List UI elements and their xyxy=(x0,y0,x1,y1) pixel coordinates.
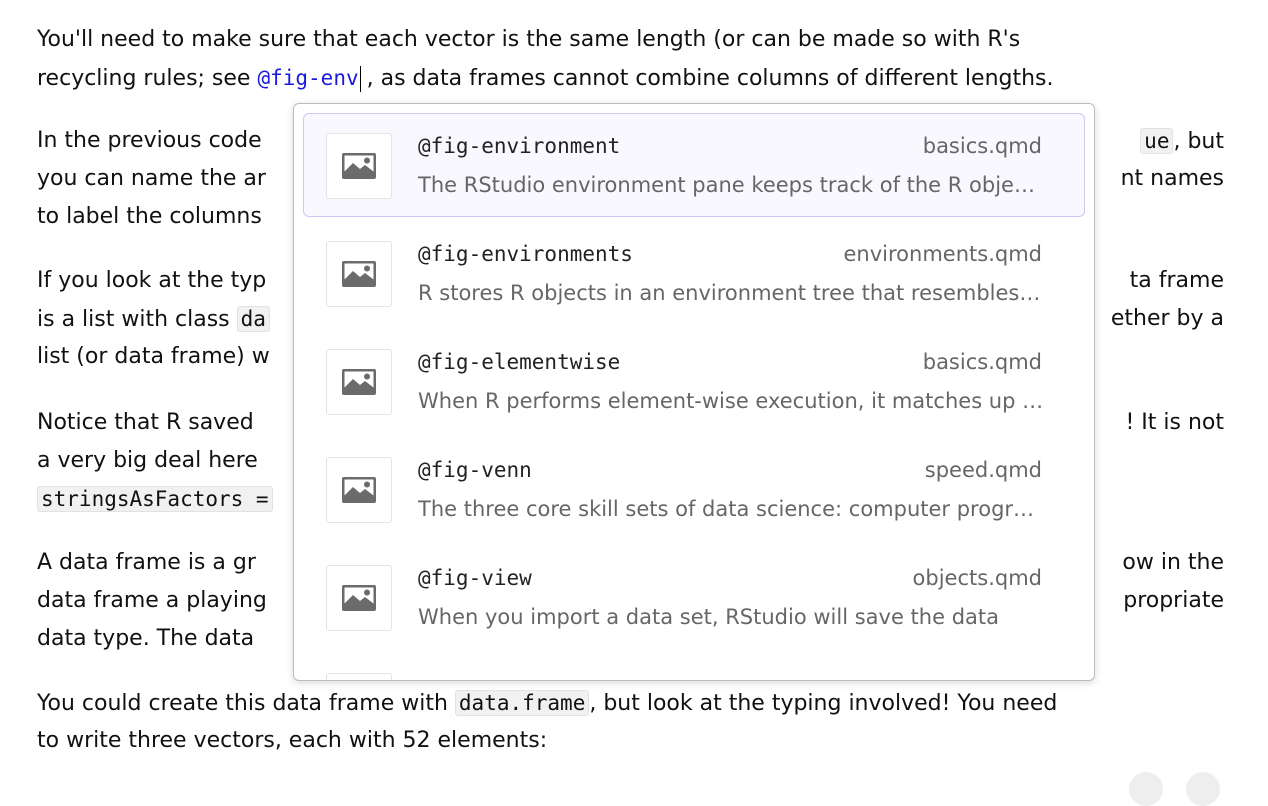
text-line: ue, but xyxy=(1140,122,1224,161)
text-line: ta frame xyxy=(1129,268,1224,293)
inline-code: data.frame xyxy=(454,690,590,716)
item-file: speed.qmd xyxy=(924,458,1042,482)
text-line: A data frame is a gr xyxy=(37,550,256,575)
text: You could create this data frame with xyxy=(37,691,455,716)
text: is a list with class xyxy=(37,307,237,332)
text-line: to label the columns xyxy=(37,204,262,229)
text-line: data frame a playing xyxy=(37,588,267,613)
text: recycling rules; see xyxy=(37,66,258,91)
text-cursor xyxy=(359,66,361,92)
inline-code: stringsAsFactors = xyxy=(37,486,273,512)
text-line: Notice that R saved xyxy=(37,410,254,435)
text-line: You'll need to make sure that each vecto… xyxy=(37,27,1021,52)
item-label: @fig-view xyxy=(418,566,532,590)
cross-reference[interactable]: @fig-env xyxy=(257,66,359,90)
text-line: to write three vectors, each with 52 ele… xyxy=(37,728,548,753)
item-description: R stores R objects in an environment tre… xyxy=(418,281,1044,305)
item-label: @fig-environments xyxy=(418,242,633,266)
text-line: recycling rules; see @fig-env , as data f… xyxy=(37,59,1054,98)
image-icon xyxy=(326,241,392,307)
item-label: @fig-venn xyxy=(418,458,532,482)
text-line: ether by a xyxy=(1110,306,1224,331)
image-icon xyxy=(326,133,392,199)
text-line: propriate xyxy=(1123,588,1224,613)
text-line: data type. The data xyxy=(37,626,255,651)
item-label: @fig-environment xyxy=(418,134,621,158)
inline-code: ue xyxy=(1140,128,1174,154)
text-line: a very big deal here xyxy=(37,448,258,473)
text-line: stringsAsFactors = xyxy=(37,480,273,519)
text-line: You could create this data frame with da… xyxy=(37,684,1057,723)
text-line: In the previous code xyxy=(37,128,262,153)
text-line: nt names xyxy=(1120,166,1224,191)
item-file: basics.qmd xyxy=(922,350,1042,374)
text: , but look at the typing involved! You n… xyxy=(589,691,1058,716)
text-line: is a list with class da xyxy=(37,300,270,339)
item-file: objects.qmd xyxy=(912,566,1042,590)
image-icon xyxy=(326,457,392,523)
image-icon xyxy=(326,673,392,680)
item-description: The three core skill sets of data scienc… xyxy=(418,497,1044,521)
item-file: environments.qmd xyxy=(843,242,1042,266)
item-description: When you import a data set, RStudio will… xyxy=(418,605,999,629)
text-line: ow in the xyxy=(1122,550,1224,575)
inline-code: da xyxy=(236,306,270,332)
floating-button[interactable] xyxy=(1129,772,1163,806)
text-line: list (or data frame) w xyxy=(37,344,270,369)
item-file: basics.qmd xyxy=(922,134,1042,158)
floating-button[interactable] xyxy=(1186,772,1220,806)
text-line: ! It is not xyxy=(1125,410,1224,435)
text: , but xyxy=(1173,129,1224,154)
autocomplete-item[interactable]: @fig-environments environments.qmd R store… xyxy=(303,221,1085,325)
item-description: The RStudio environment pane keeps track… xyxy=(418,173,1044,197)
text: , as data frames cannot combine columns … xyxy=(366,66,1054,91)
image-icon xyxy=(326,565,392,631)
text-line: If you look at the typ xyxy=(37,268,267,293)
image-icon xyxy=(326,349,392,415)
item-description: When R performs element-wise execution, … xyxy=(418,389,1044,413)
item-label: @fig-elementwise xyxy=(418,350,621,374)
autocomplete-item[interactable] xyxy=(303,653,1085,680)
text-line: you can name the ar xyxy=(37,166,266,191)
